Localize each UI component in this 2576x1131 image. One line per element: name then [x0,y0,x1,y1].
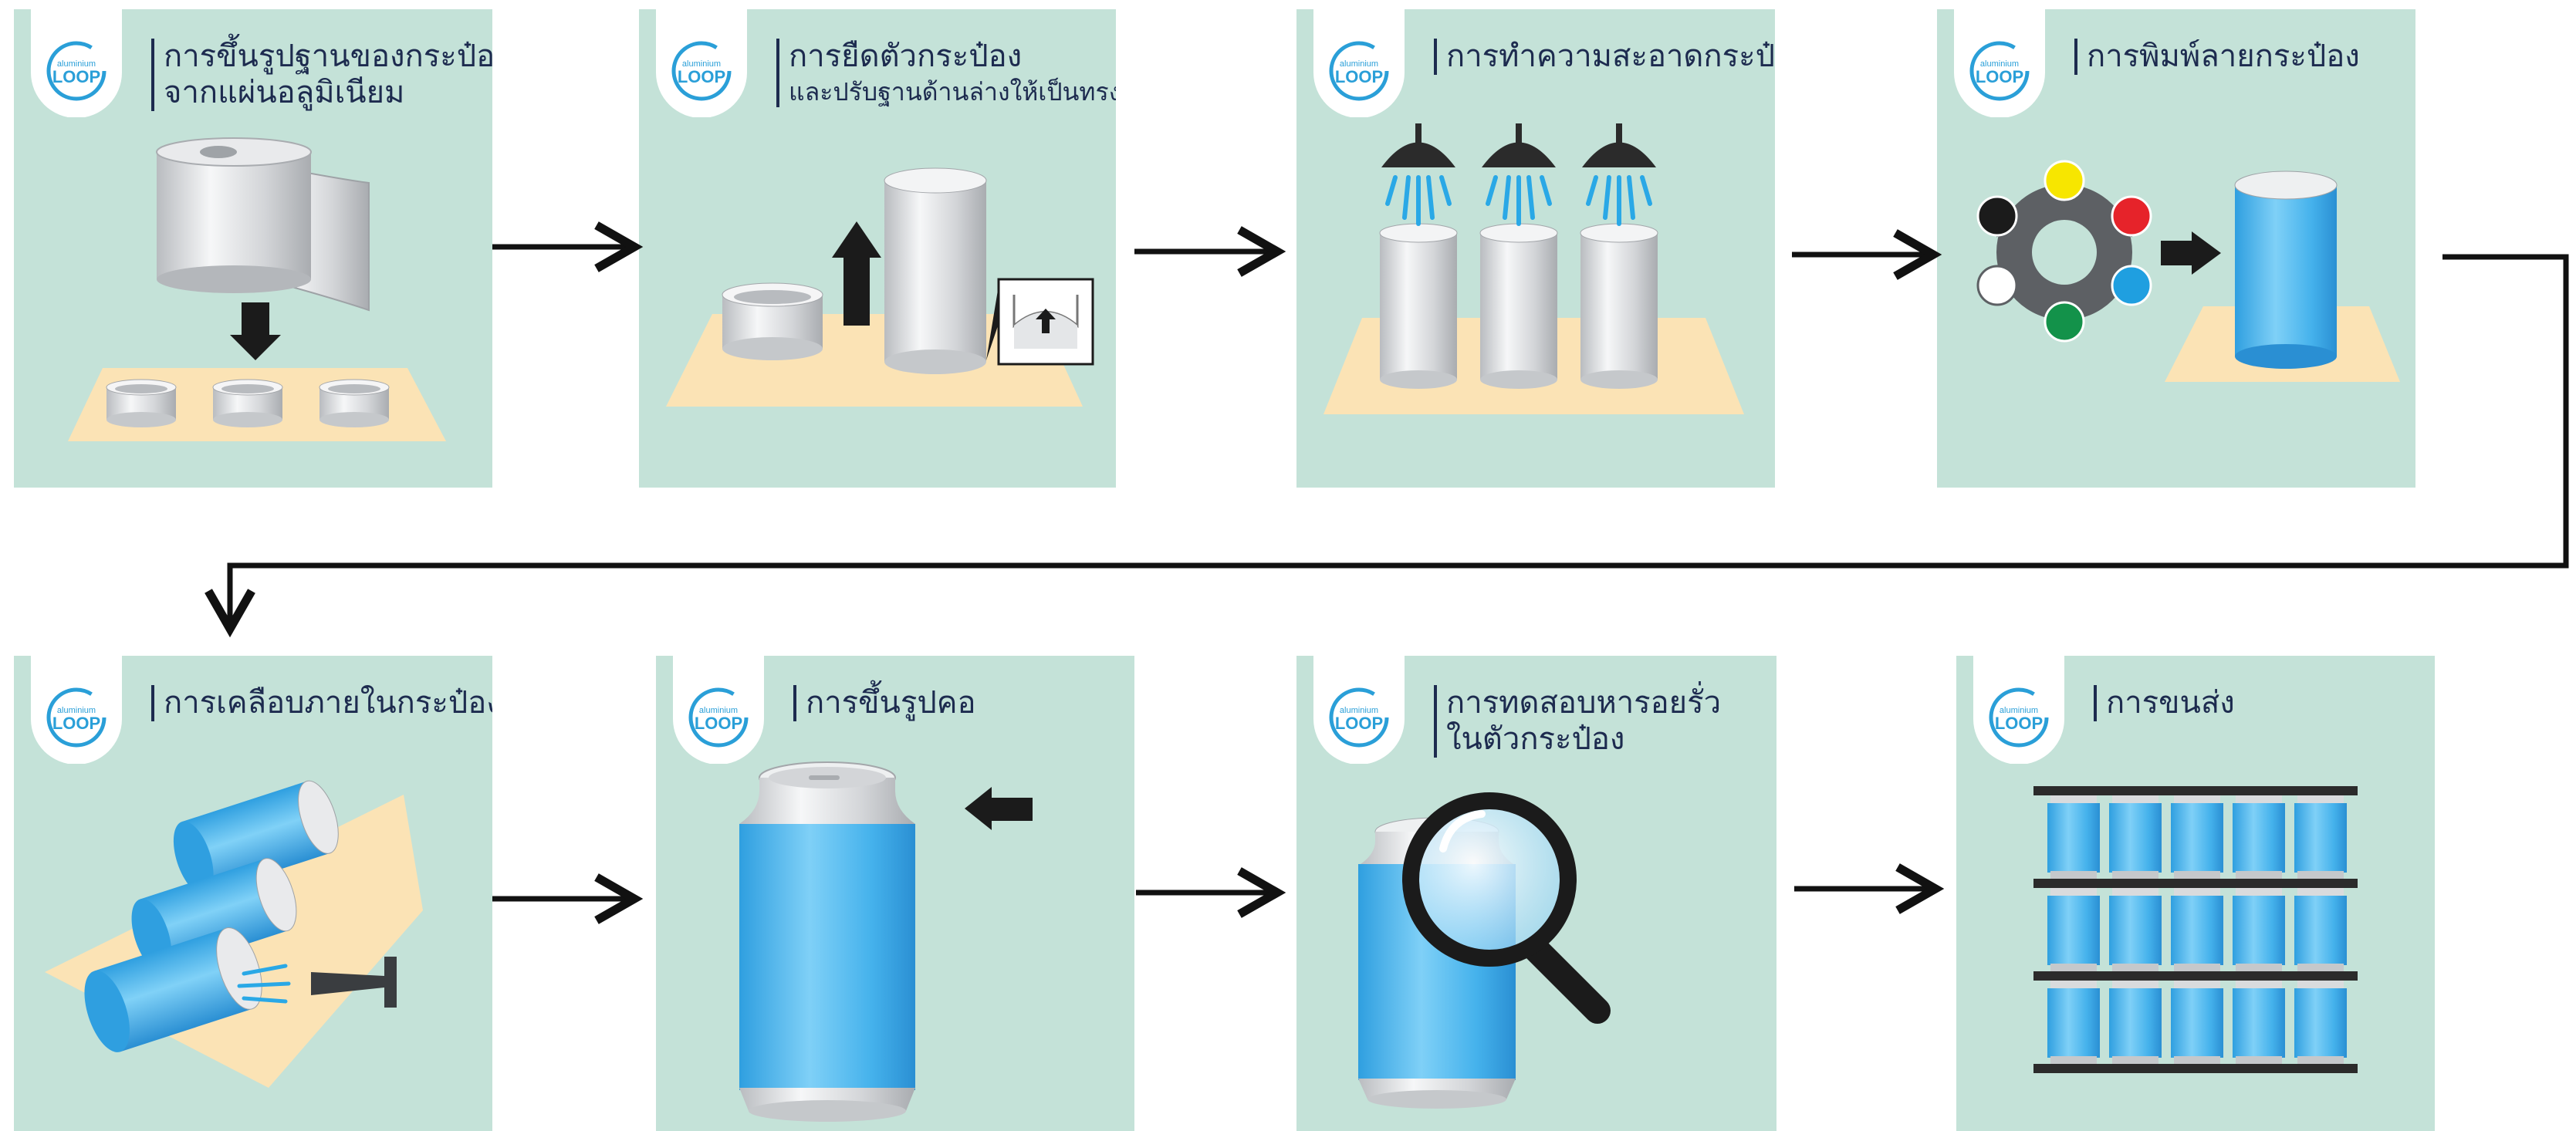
svg-text:aluminium: aluminium [2000,706,2038,715]
stacked-can [2171,795,2223,879]
step-title: การขนส่ง [2094,685,2235,722]
svg-text:LOOP: LOOP [1335,714,1383,733]
svg-text:LOOP: LOOP [695,714,742,733]
step-title: การทดสอบหารอยรั่ว ในตัวกระป๋อง [1434,685,1721,758]
neck-forming-icon [739,761,1033,1122]
step-title: การพิมพ์ลายกระป๋อง [2074,39,2360,76]
rack-shelf [2033,786,2358,795]
shipping-rack-icon [2033,786,2358,1073]
svg-text:aluminium: aluminium [1340,706,1378,715]
svg-text:aluminium: aluminium [57,59,96,69]
svg-text:aluminium: aluminium [1340,59,1378,69]
rack-shelf [2033,879,2358,888]
stacked-can [2047,981,2100,1064]
stacked-can [2109,981,2162,1064]
stacked-can [2233,981,2285,1064]
stacked-can [2171,888,2223,971]
step-title: การเคลือบภายในกระป๋อง [151,685,492,722]
magnifier-leak-test-icon [1358,792,1611,1109]
svg-text:LOOP: LOOP [1976,67,2023,86]
svg-text:LOOP: LOOP [1995,714,2043,733]
step-title: การขึ้นรูปฐานของกระป๋อง จากแผ่นอลูมิเนีย… [151,39,492,112]
stacked-can [2233,795,2285,879]
svg-text:LOOP: LOOP [1335,67,1383,86]
rack-shelf [2033,1064,2358,1073]
spray-coating-icon [45,780,423,1088]
stacked-can [2294,795,2347,879]
svg-text:aluminium: aluminium [57,706,96,715]
stacked-can [2294,888,2347,971]
stacked-can [2109,795,2162,879]
stacked-can [2047,888,2100,971]
stacked-can [2294,981,2347,1064]
stacked-can [2233,888,2285,971]
stacked-can [2047,795,2100,879]
svg-text:aluminium: aluminium [682,59,721,69]
step-title: การขึ้นรูปคอ [793,685,976,722]
step-title: การยืดตัวกระป๋อง และปรับฐานด้านล่างให้เป… [776,39,1116,107]
stacked-can [2171,981,2223,1064]
svg-text:aluminium: aluminium [1980,59,2019,69]
stacked-can [2109,888,2162,971]
step-title: การทำความสะอาดกระป๋อง [1434,39,1775,76]
svg-text:aluminium: aluminium [699,706,738,715]
svg-text:LOOP: LOOP [52,67,100,86]
svg-text:LOOP: LOOP [52,714,100,733]
rack-shelf [2033,971,2358,981]
svg-text:LOOP: LOOP [678,67,725,86]
